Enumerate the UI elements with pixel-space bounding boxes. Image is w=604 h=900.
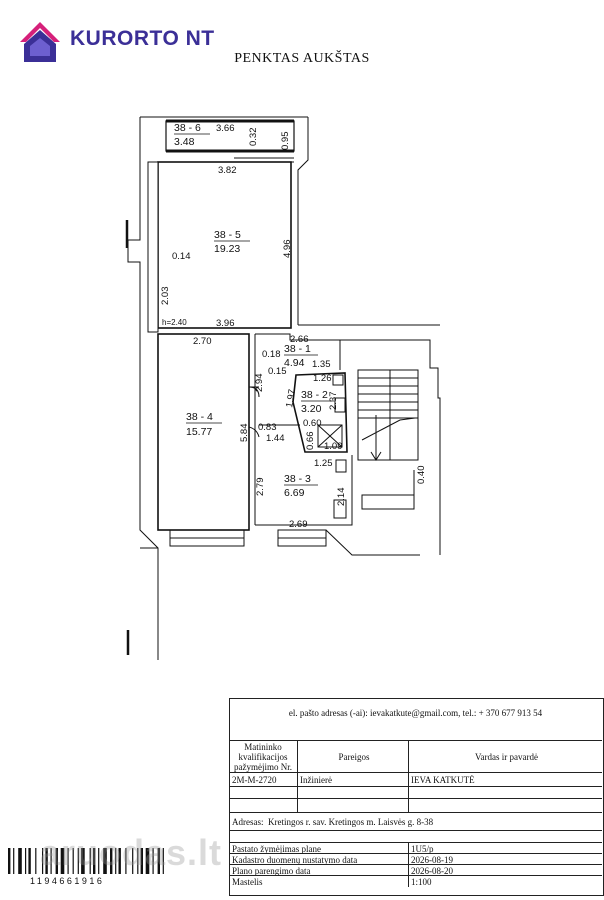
header-cert: Matininko kvalifikacijos pažymėjimo Nr. xyxy=(234,742,292,772)
barcode-icon xyxy=(8,848,164,874)
dimension-label: 3.66 xyxy=(216,123,235,134)
dimension-label: 1.97 xyxy=(284,388,298,408)
cadastre-value: 2026-08-19 xyxy=(411,854,453,865)
floor-plan: 38 - 6 3.48 38 - 5 19.23 38 - 1 4.94 38 … xyxy=(125,116,441,660)
brand-name: KURORTO NT xyxy=(70,27,215,50)
dimension-label: 0.95 xyxy=(280,132,291,151)
dimension-label: 3.82 xyxy=(218,165,237,176)
brand-logo-icon xyxy=(20,22,60,62)
dimension-label: 1.44 xyxy=(266,433,285,444)
room-area: 19.23 xyxy=(214,243,240,255)
room-area: 15.77 xyxy=(186,426,212,438)
header-role: Pareigos xyxy=(338,752,370,762)
dimension-label: 2.69 xyxy=(289,519,308,530)
cadastre-label: Kadastro duomenų nustatymo data xyxy=(232,854,358,865)
mark-row: Pastato žymėjimas plane 1U5/p xyxy=(229,842,602,854)
dimension-label: 0.40 xyxy=(416,466,427,485)
signature-header-row: Matininko kvalifikacijos pažymėjimo Nr. … xyxy=(229,740,602,773)
contact-line: el. pašto adresas (-ai): ievakatkute@gma… xyxy=(288,708,543,718)
room-area: 6.69 xyxy=(284,487,305,499)
header-name: Vardas ir pavardė xyxy=(475,752,538,762)
dimension-label: 2.14 xyxy=(336,488,347,507)
engineer-role: Inžinierė xyxy=(300,775,332,785)
scale-label: Mastelis xyxy=(232,876,263,887)
dimension-label: 2.03 xyxy=(160,287,171,306)
blank-row xyxy=(229,798,602,813)
scale-value: 1:100 xyxy=(411,876,432,887)
engineer-name: IEVA KATKUTĖ xyxy=(411,775,475,785)
room-id: 38 - 1 xyxy=(284,343,311,355)
floor-title: PENKTAS AUKŠTAS xyxy=(234,51,370,66)
room-id: 38 - 2 xyxy=(301,389,328,401)
dimension-label: 0.83 xyxy=(258,422,277,433)
address-row: Adresas: Kretingos r. sav. Kretingos m. … xyxy=(229,812,602,831)
room-id: 38 - 4 xyxy=(186,411,213,423)
dimension-label: 2.94 xyxy=(254,374,265,393)
dimension-label: 0.18 xyxy=(262,349,281,360)
dimension-label: 0.32 xyxy=(248,128,259,147)
dimension-label: 2.66 xyxy=(290,334,309,345)
cert-number: 2M-M-2720 xyxy=(232,775,277,785)
dimension-label: 2.37 xyxy=(328,392,339,411)
address-label: Adresas: xyxy=(232,817,264,827)
blank-row xyxy=(229,830,602,843)
dimension-label: 0.15 xyxy=(268,366,287,377)
room-area: 3.48 xyxy=(174,136,195,148)
dimension-label: 2.79 xyxy=(255,478,266,497)
dimension-label: 1.25 xyxy=(314,458,333,469)
address-value: Kretingos r. sav. Kretingos m. Laisvės g… xyxy=(268,817,434,827)
watermark: aruodas.lt xyxy=(40,832,223,873)
scale-row: Mastelis 1:100 xyxy=(229,875,602,887)
dimension-label: 1.35 xyxy=(312,359,331,370)
mark-label: Pastato žymėjimas plane xyxy=(232,843,321,854)
dimension-label: 0.60 xyxy=(303,418,322,429)
dimension-label: 1.09 xyxy=(324,441,343,452)
dimension-label: 1.26 xyxy=(313,373,332,384)
prep-value: 2026-08-20 xyxy=(411,865,453,876)
room-id: 38 - 6 xyxy=(174,122,201,134)
dimension-label: 2.70 xyxy=(193,336,212,347)
dimension-label: 4.96 xyxy=(282,240,293,259)
ceiling-height-label: h=2.40 xyxy=(162,318,187,327)
dimension-label: 0.66 xyxy=(305,432,316,451)
prep-row: Plano parengimo data 2026-08-20 xyxy=(229,864,602,876)
dimension-label: 3.96 xyxy=(216,318,235,329)
blank-row xyxy=(229,786,602,799)
dimension-label: 0.14 xyxy=(172,251,191,262)
room-id: 38 - 3 xyxy=(284,473,311,485)
room-area: 4.94 xyxy=(284,357,305,369)
room-area: 3.20 xyxy=(301,403,322,415)
barcode-number: 1194661916 xyxy=(30,876,105,886)
cadastre-row: Kadastro duomenų nustatymo data 2026-08-… xyxy=(229,853,602,865)
mark-value: 1U5/p xyxy=(411,843,434,854)
dimension-label: 5.84 xyxy=(239,424,250,443)
room-id: 38 - 5 xyxy=(214,229,241,241)
signature-row: 2M-M-2720 Inžinierė IEVA KATKUTĖ xyxy=(229,772,602,787)
prep-label: Plano parengimo data xyxy=(232,865,311,876)
